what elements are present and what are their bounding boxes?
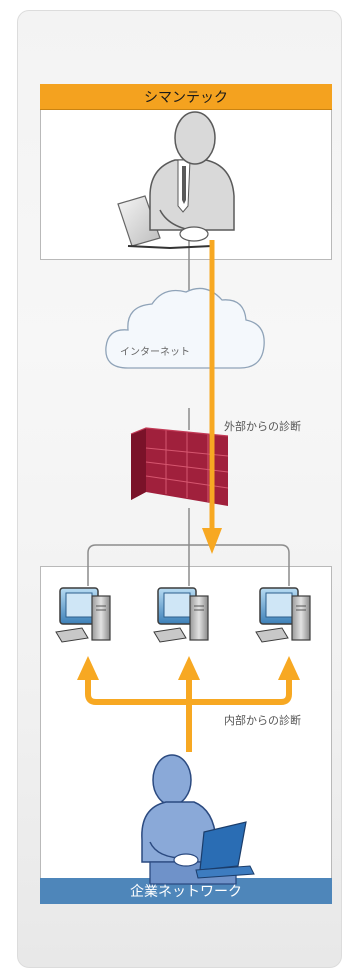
internal-diagnosis-label: 内部からの診断 bbox=[224, 714, 301, 727]
external-diagnosis-arrow bbox=[202, 240, 222, 554]
corporate-network-header: 企業ネットワーク bbox=[40, 878, 332, 904]
internal-diagnosis-arrows bbox=[77, 656, 300, 752]
corporate-network-label: 企業ネットワーク bbox=[130, 884, 242, 900]
symantec-label: シマンテック bbox=[144, 89, 228, 106]
internet-label: インターネット bbox=[120, 347, 190, 358]
network-lines bbox=[87, 236, 290, 586]
computer-icon bbox=[153, 587, 209, 643]
computer-icon bbox=[255, 587, 311, 643]
person-laptop-icon bbox=[117, 111, 235, 250]
external-diagnosis-label: 外部からの診断 bbox=[224, 420, 301, 433]
cloud-icon bbox=[105, 287, 265, 369]
computer-icon bbox=[55, 587, 111, 643]
person-laptop-icon bbox=[141, 754, 255, 885]
symantec-header: シマンテック bbox=[40, 84, 332, 110]
firewall-icon bbox=[130, 427, 229, 506]
